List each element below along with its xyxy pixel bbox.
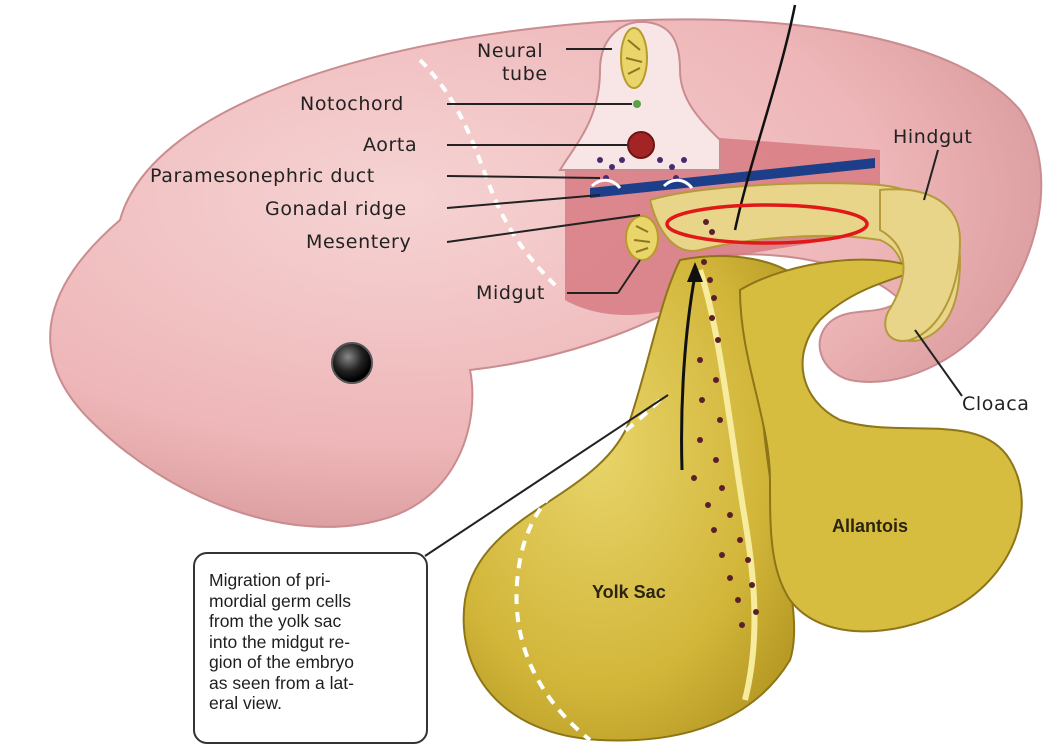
label-notochord: Notochord bbox=[300, 93, 404, 115]
label-hindgut: Hindgut bbox=[893, 126, 972, 148]
callout-line: as seen from a lat- bbox=[209, 673, 419, 694]
label-cloaca: Cloaca bbox=[962, 393, 1030, 415]
label-gonadal-ridge: Gonadal ridge bbox=[265, 198, 407, 220]
callout-line: Migration of pri- bbox=[209, 570, 419, 591]
callout-line: from the yolk sac bbox=[209, 611, 419, 632]
label-paramesonephric-duct: Paramesonephric duct bbox=[150, 165, 375, 187]
label-aorta: Aorta bbox=[363, 134, 417, 156]
label-yolk-sac: Yolk Sac bbox=[592, 582, 666, 602]
migration-callout: Migration of pri- mordial germ cells fro… bbox=[193, 552, 428, 744]
midgut-section bbox=[626, 216, 658, 260]
notochord-dot bbox=[633, 100, 641, 108]
callout-text: Migration of pri- mordial germ cells fro… bbox=[209, 570, 419, 714]
neural-tube-lumen bbox=[621, 28, 647, 88]
label-midgut: Midgut bbox=[476, 282, 545, 304]
embryo-eye bbox=[332, 343, 372, 383]
callout-line: eral view. bbox=[209, 693, 419, 714]
label-neural-tube-2: tube bbox=[502, 63, 548, 85]
label-mesentery: Mesentery bbox=[306, 231, 411, 253]
callout-line: into the midgut re- bbox=[209, 632, 419, 653]
label-allantois: Allantois bbox=[832, 516, 908, 536]
callout-line: mordial germ cells bbox=[209, 591, 419, 612]
label-neural-tube-1: Neural bbox=[477, 40, 543, 62]
callout-line: gion of the embryo bbox=[209, 652, 419, 673]
aorta-vessel bbox=[628, 132, 654, 158]
